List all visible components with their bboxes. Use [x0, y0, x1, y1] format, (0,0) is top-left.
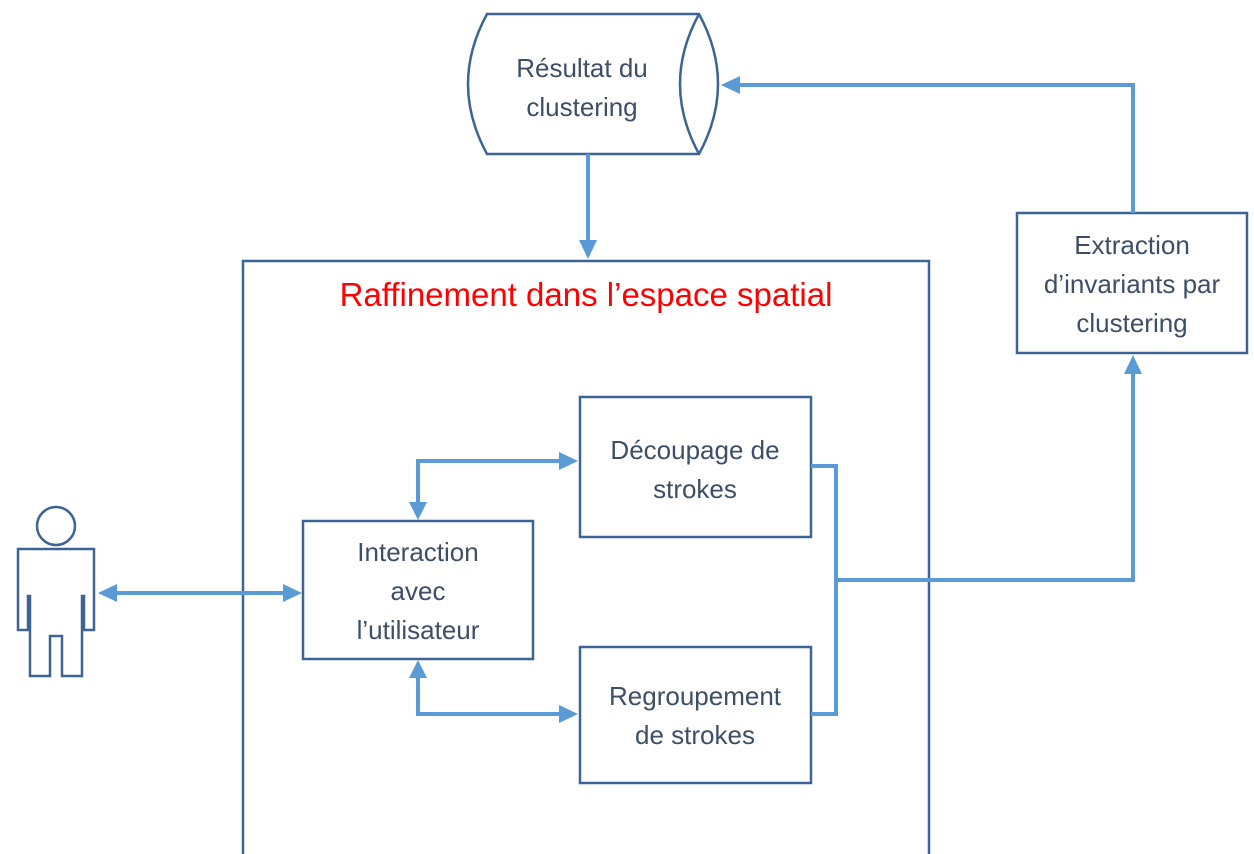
arrow-interaction-regroupement — [409, 660, 578, 723]
decoupage-label-line2: strokes — [653, 474, 737, 504]
arrow-storage-to-container — [579, 154, 597, 259]
extraction-label-line2: d’invariants par — [1044, 269, 1221, 299]
interaction-box — [301, 519, 535, 661]
arrow-extraction-to-storage — [721, 76, 1135, 213]
container-title: Raffinement dans l’espace spatial — [340, 276, 833, 313]
arrow-interaction-decoupage — [409, 452, 578, 520]
extraction-box — [1015, 211, 1249, 355]
storage-label-line1: Résultat du — [516, 53, 648, 83]
extraction-label-line1: Extraction — [1074, 230, 1190, 260]
regroupement-label-line1: Regroupement — [609, 681, 782, 711]
extraction-label-line3: clustering — [1076, 308, 1187, 338]
interaction-label-line3: l’utilisateur — [357, 615, 480, 645]
arrow-user-interaction — [98, 584, 302, 602]
person-icon — [16, 505, 96, 678]
regroupement-box — [578, 645, 813, 785]
storage-curve — [678, 13, 701, 155]
arrow-boxes-to-extraction — [811, 355, 1142, 716]
interaction-label-line1: Interaction — [357, 537, 478, 567]
interaction-label-line2: avec — [391, 576, 446, 606]
storage-label-line2: clustering — [526, 92, 637, 122]
decoupage-box — [578, 395, 813, 539]
decoupage-label-line1: Découpage de — [610, 435, 779, 465]
regroupement-label-line2: de strokes — [635, 720, 755, 750]
